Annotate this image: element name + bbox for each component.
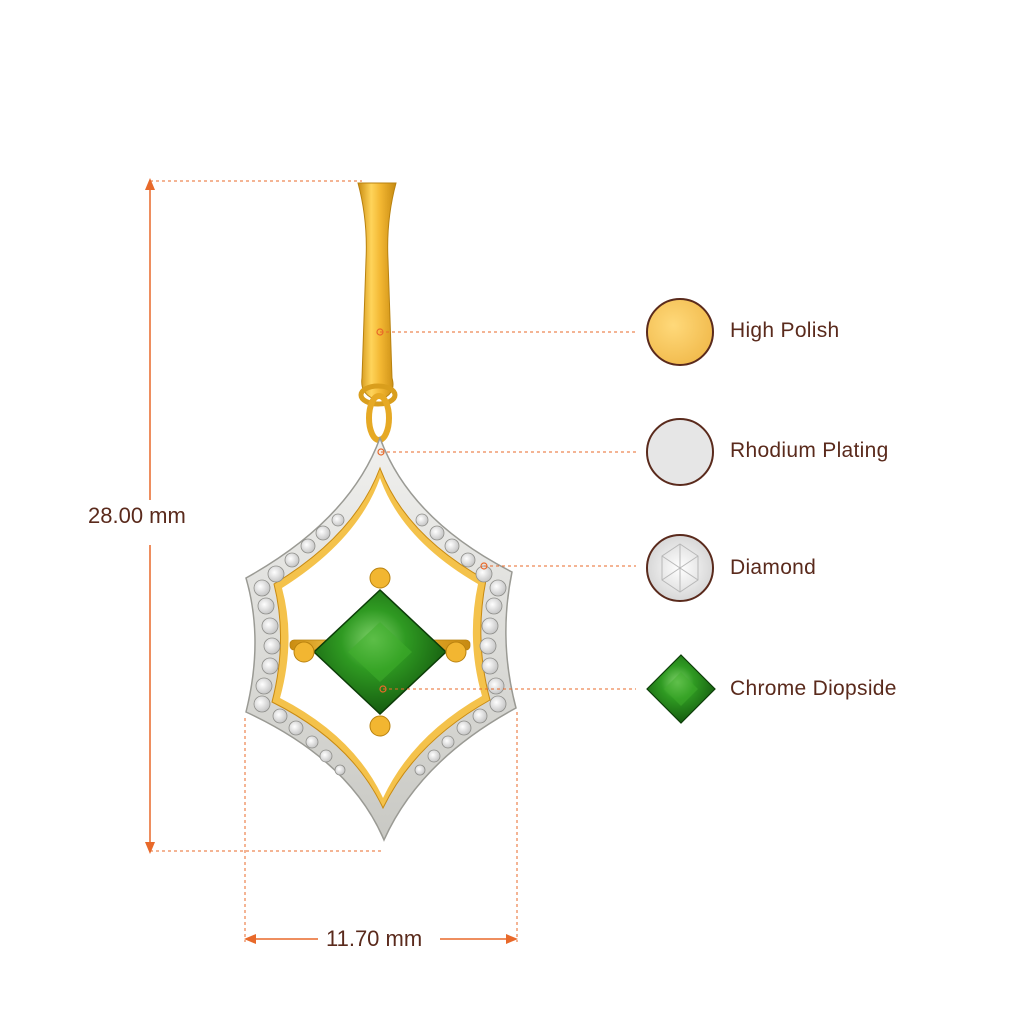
pendant [245,182,517,842]
gold-swatch-icon [646,298,714,366]
leader-dots [376,328,488,693]
legend-label-high-polish: High Polish [730,319,840,342]
legend-swatches [646,298,716,724]
height-dimension [145,178,383,854]
leader-lines [380,331,636,690]
height-dimension-label: 28.00 mm [88,503,186,529]
arrow-up-icon [145,178,155,190]
gem-table [348,622,412,682]
bail-loop [358,383,398,407]
frame-diamonds [253,513,507,776]
prongs [293,567,467,737]
legend-label-chrome-diopside: Chrome Diopside [730,677,897,700]
width-dimension-label: 11.70 mm [326,926,423,952]
diamond-swatch-icon [646,534,714,602]
arrow-left-icon [244,934,256,944]
bail [357,182,397,399]
legend-label-rhodium-plating: Rhodium Plating [730,439,889,462]
chrome-diopside-swatch-icon [646,654,716,724]
width-dimension [244,712,518,944]
legend-label-diamond: Diamond [730,556,817,579]
rhodium-swatch-icon [646,418,714,486]
arrow-right-icon [506,934,518,944]
arrow-down-icon [145,842,155,854]
